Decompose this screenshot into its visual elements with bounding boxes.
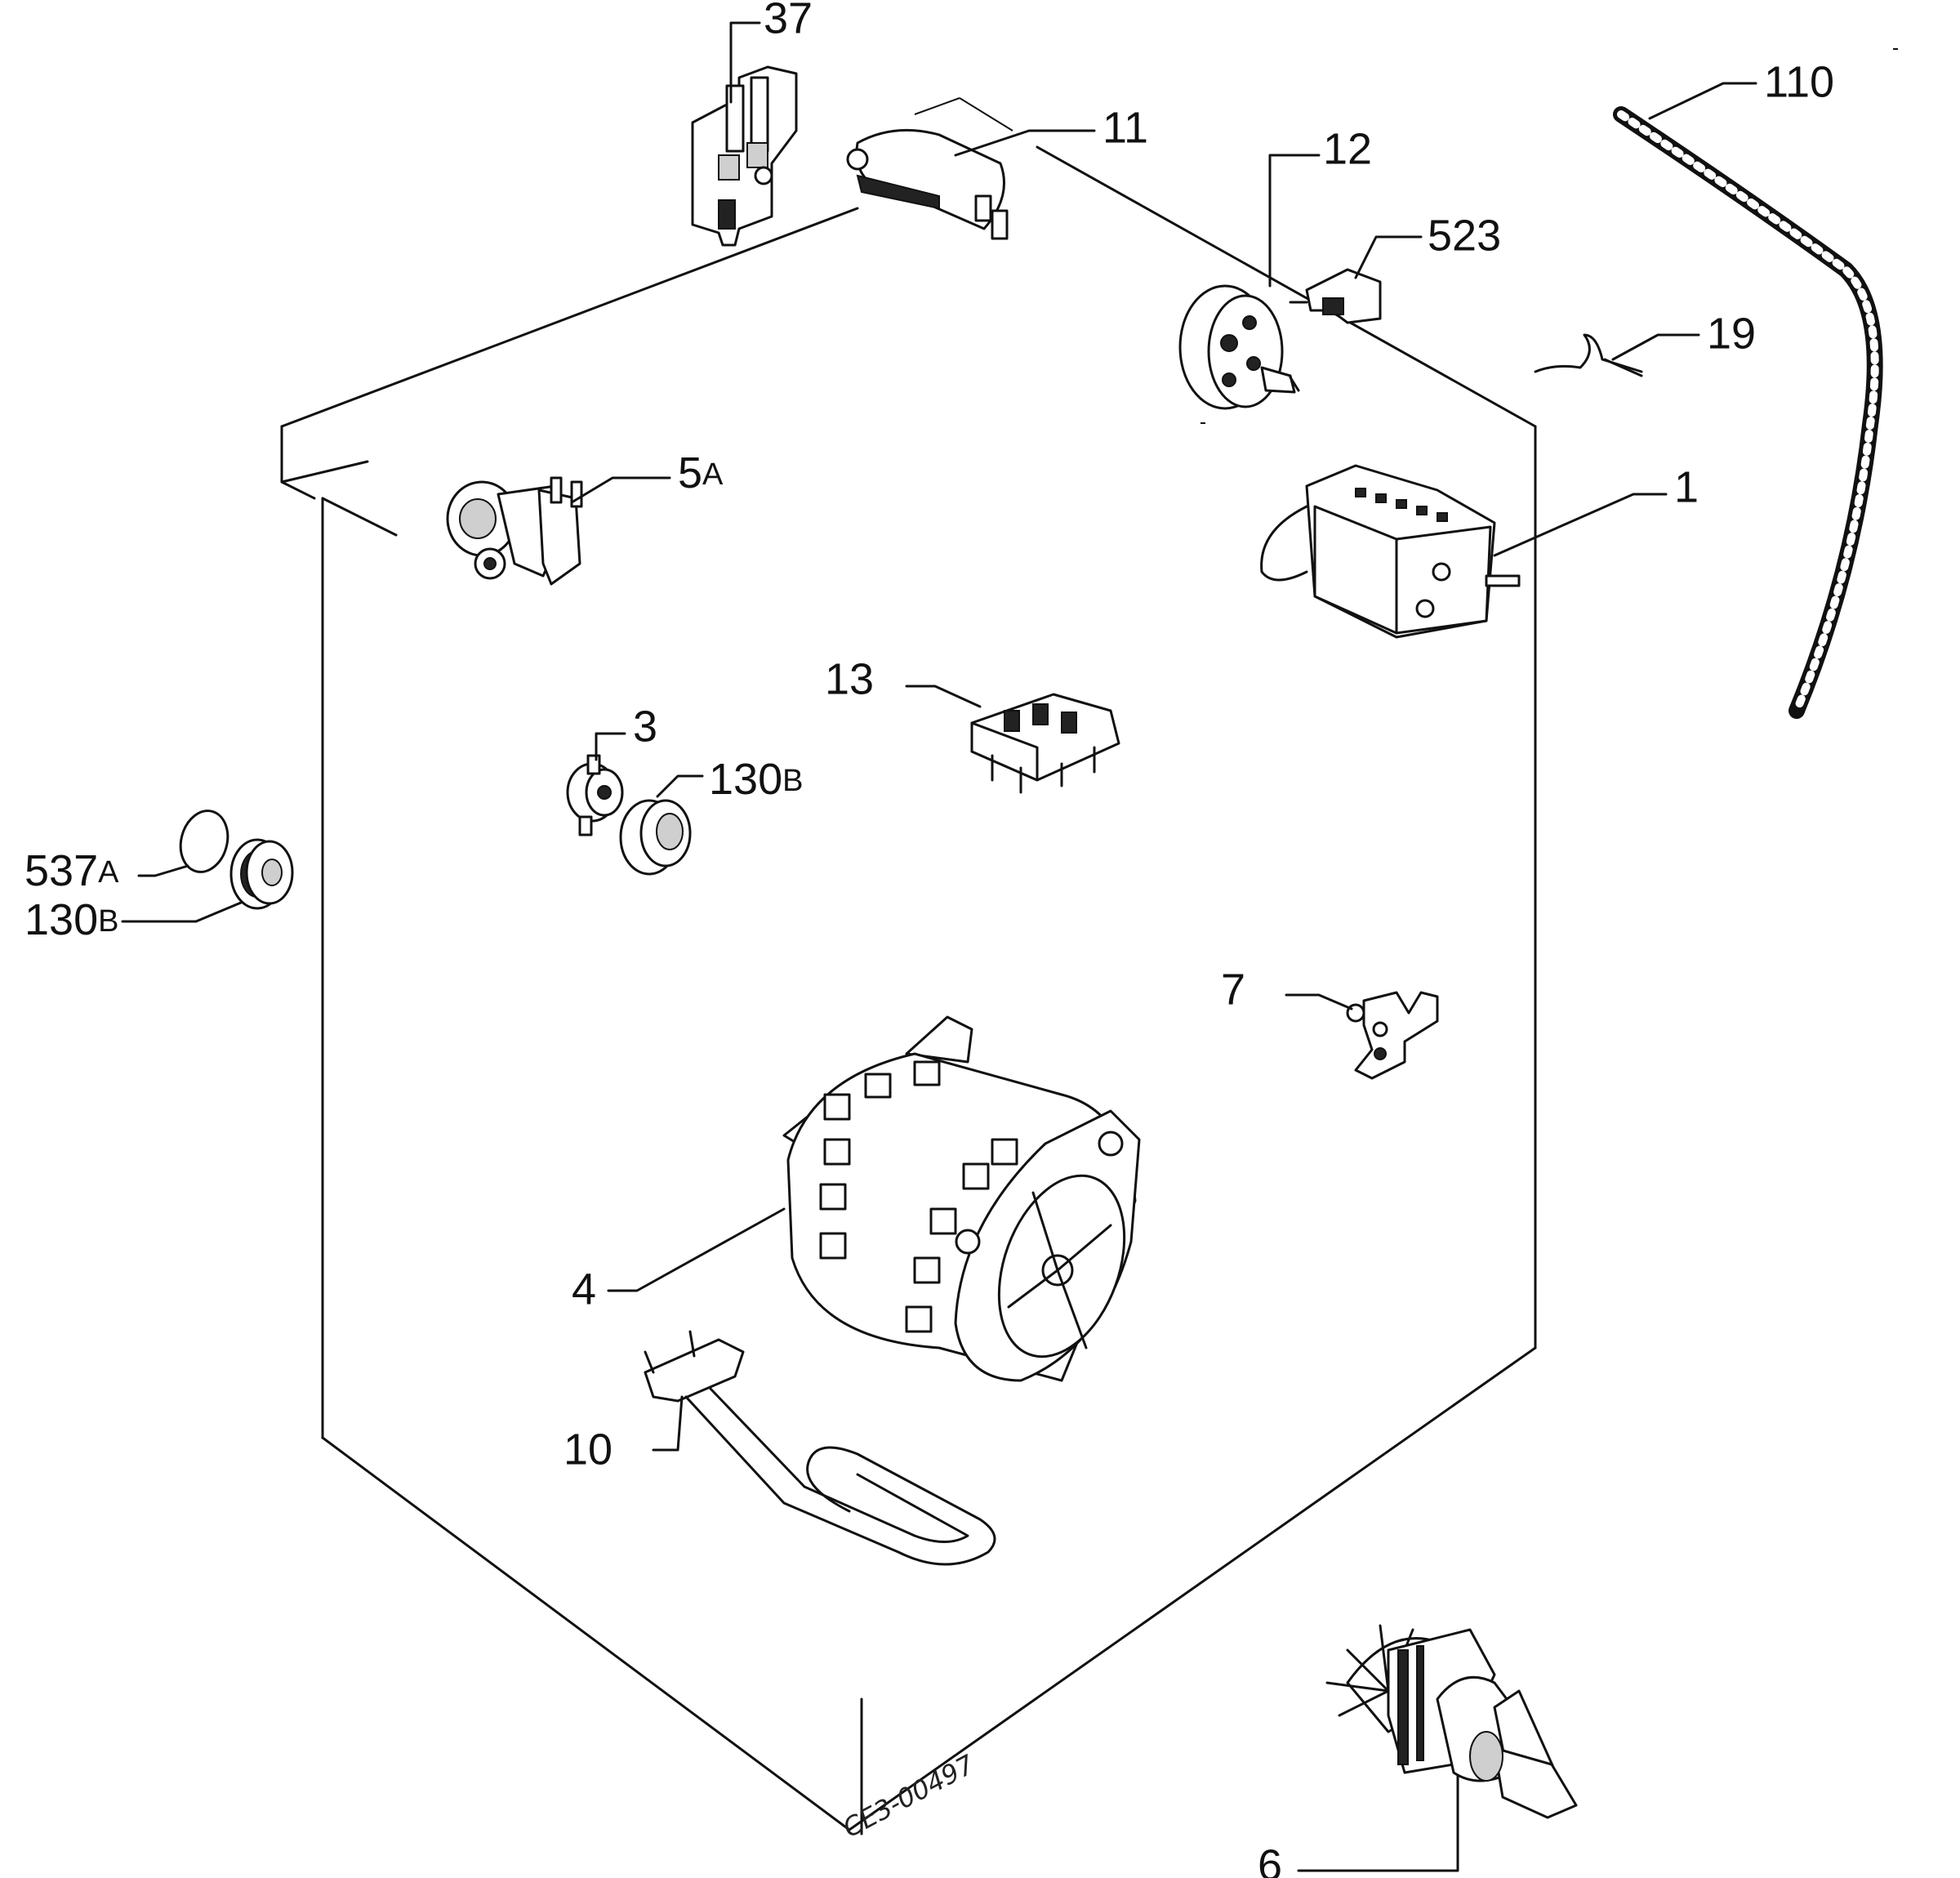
label-110: 110	[1764, 57, 1834, 106]
leader-1	[1493, 493, 1668, 557]
part-523-connector	[1289, 268, 1382, 324]
label-3: 3	[633, 702, 657, 751]
part-19-clip	[1534, 333, 1643, 377]
leader-13	[905, 685, 982, 708]
leader-5a	[570, 476, 671, 504]
label-13: 13	[825, 654, 874, 703]
leader-523	[1354, 235, 1423, 279]
leader-12	[1268, 154, 1321, 288]
part-130b-grommet	[619, 799, 692, 876]
label-5a: 5A	[678, 448, 724, 497]
part-537a-o-ring	[179, 810, 229, 873]
part-12-pressure-switch	[1178, 284, 1300, 410]
label-4: 4	[572, 1265, 596, 1314]
cabinet-outline	[280, 97, 1537, 1836]
leader-10	[652, 1395, 684, 1452]
leader-3	[595, 732, 626, 761]
part-11-capacitor	[846, 128, 1009, 240]
label-1: 1	[1674, 462, 1699, 511]
drawing-reference-code: CE3-00497	[838, 1748, 980, 1844]
label-130b: 130B	[709, 755, 803, 804]
part-6-drain-pump	[1325, 1624, 1578, 1819]
part-13-switch-block	[970, 693, 1120, 794]
part-110-hose	[1613, 106, 1883, 719]
part-5a-solenoid-valve	[446, 476, 583, 586]
leader-130b-outer	[121, 901, 243, 923]
label-10: 10	[564, 1425, 612, 1474]
leader-4	[607, 1207, 786, 1292]
label-19: 19	[1707, 309, 1756, 358]
part-4-motor	[782, 1015, 1141, 1382]
label-12: 12	[1323, 124, 1372, 173]
leader-130b	[656, 774, 704, 798]
leader-19	[1611, 333, 1700, 361]
label-537a: 537A	[24, 846, 119, 895]
label-130b-outer: 130B	[24, 895, 118, 944]
part-7-bracket-clip	[1346, 991, 1439, 1080]
label-523: 523	[1428, 211, 1501, 260]
leader-6	[1297, 1775, 1459, 1872]
leader-11	[954, 129, 1096, 157]
part-3-thermostat	[566, 754, 624, 836]
label-7: 7	[1221, 965, 1245, 1014]
label-11: 11	[1102, 103, 1148, 152]
part-1-programme-timer	[1260, 464, 1521, 639]
label-37: 37	[764, 0, 813, 42]
leader-37	[729, 21, 761, 104]
leader-110	[1648, 82, 1757, 120]
part-10-heating-element	[644, 1330, 996, 1566]
leader-537a	[137, 864, 189, 877]
label-6: 6	[1258, 1840, 1282, 1878]
part-130b-outer-grommet	[229, 838, 294, 910]
part-37-bracket	[691, 65, 798, 247]
leader-7	[1285, 993, 1353, 1010]
